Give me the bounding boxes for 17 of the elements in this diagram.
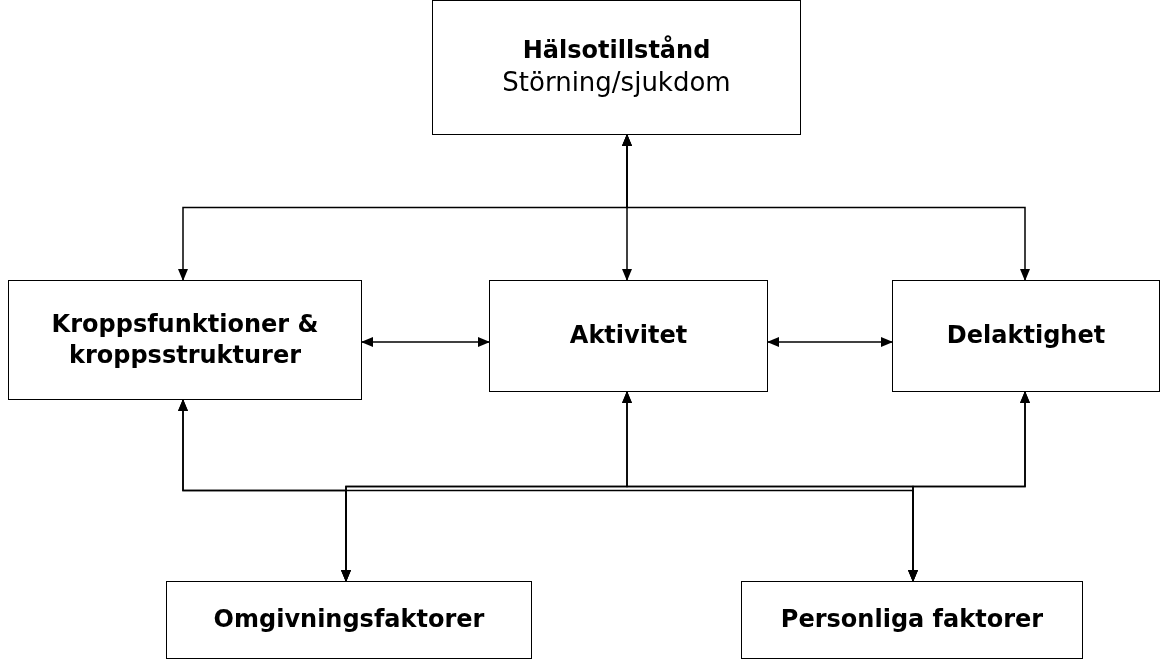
text-box: [489, 280, 768, 392]
box-title: Omgivningsfaktorer: [213, 604, 485, 636]
connector-arrow: [908, 391, 1030, 582]
text-box: [892, 280, 1160, 392]
connector-arrow: [622, 134, 1030, 281]
text-box: [432, 0, 801, 135]
box-subtitle: Störning/sjukdom: [502, 66, 731, 100]
connector-arrow: [361, 337, 490, 347]
box-title: Personliga faktorer: [780, 604, 1044, 636]
text-box: [166, 581, 532, 659]
connector-arrow: [767, 337, 893, 347]
box-title: Kroppsfunktioner & kroppsstrukturer: [50, 308, 320, 371]
text-box: [741, 581, 1083, 659]
box-title: Delaktighet: [946, 320, 1106, 352]
box-title: Aktivitet: [569, 320, 688, 352]
text-box: [8, 280, 362, 400]
box-title: Hälsotillstånd: [522, 35, 711, 66]
